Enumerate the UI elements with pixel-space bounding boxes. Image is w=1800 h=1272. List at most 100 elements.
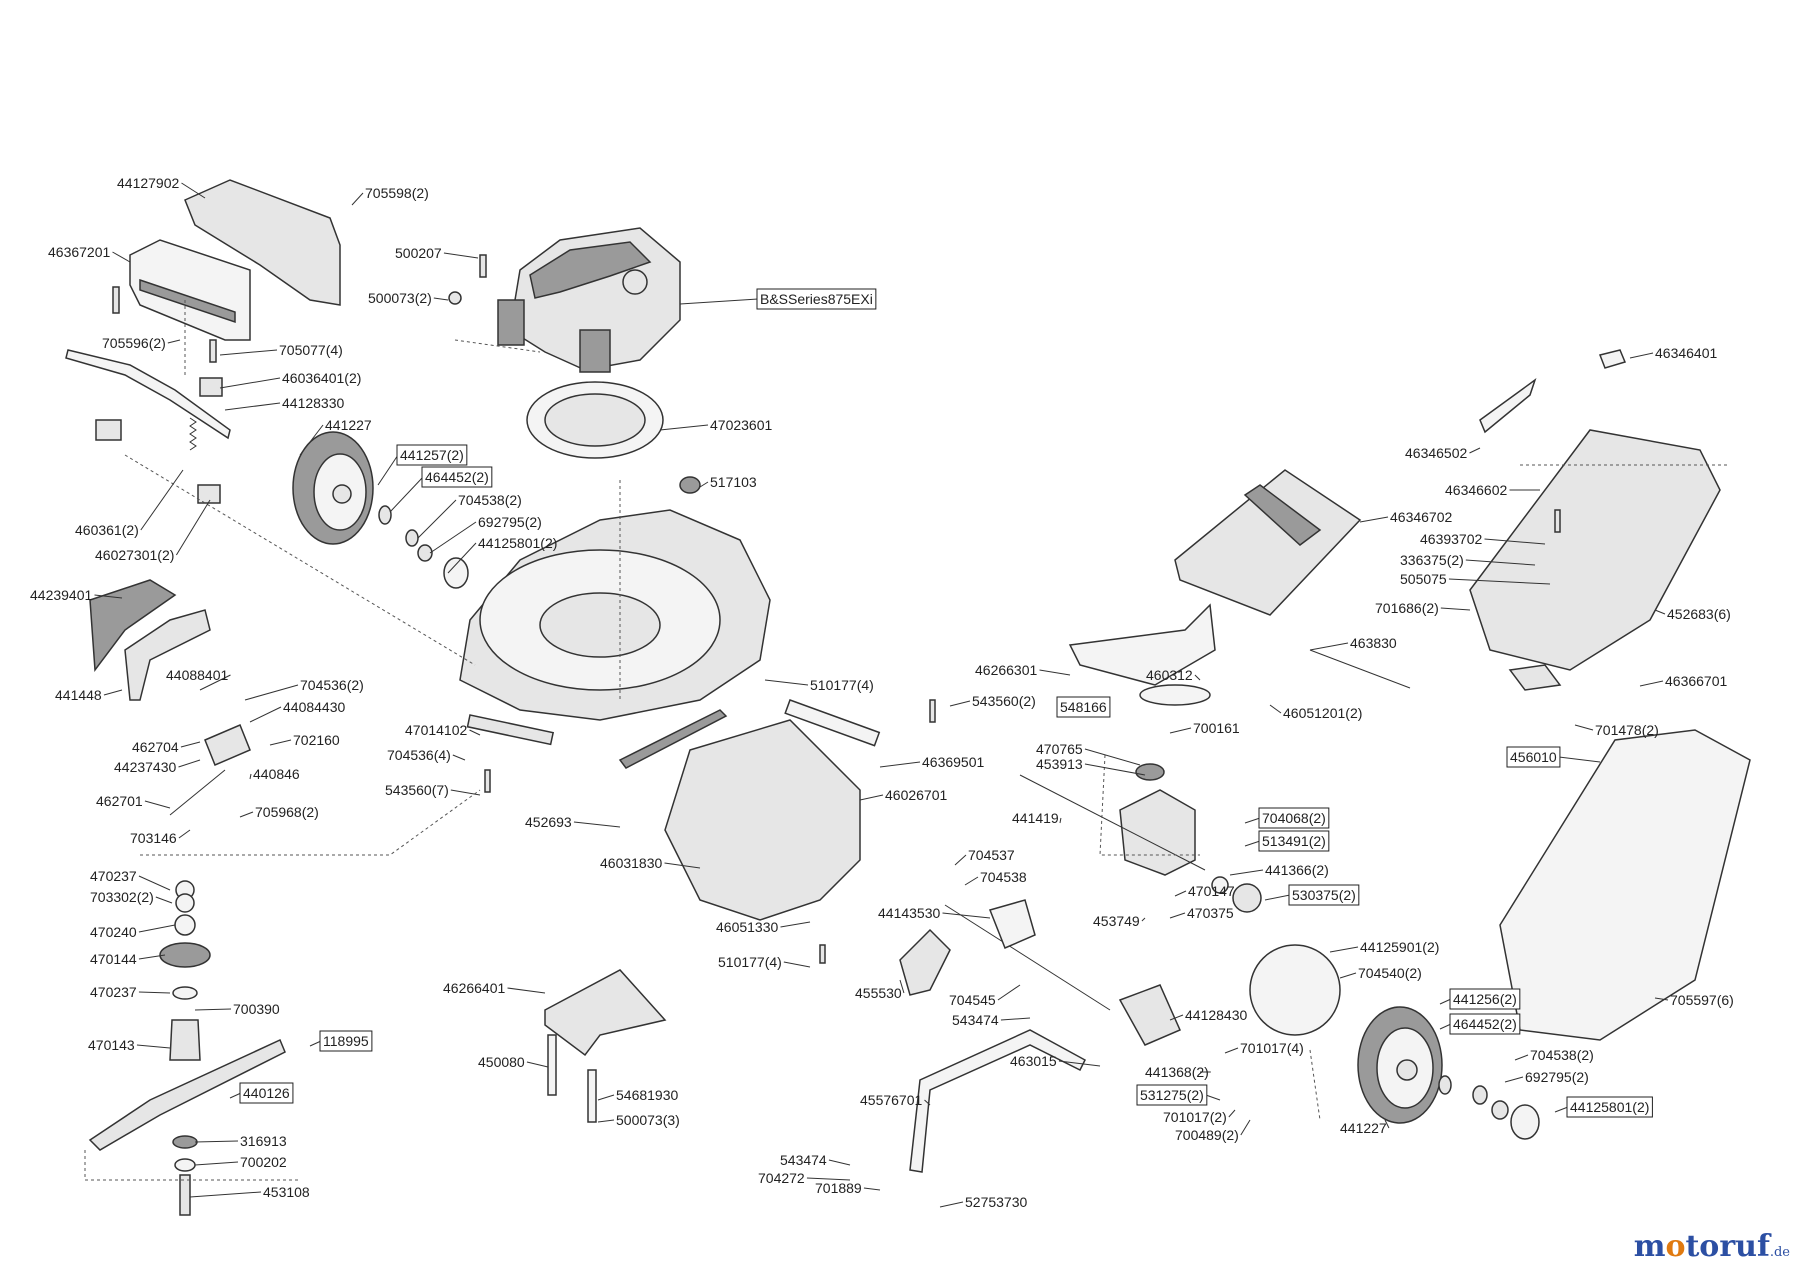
part-label-470147: 470147 (1174, 883, 1235, 899)
part-number: 470240 (90, 924, 137, 940)
part-label-7045362: 704536(2) (244, 677, 364, 701)
leader-line (244, 684, 299, 701)
bolt-453108 (179, 1174, 191, 1216)
part-number: 46346702 (1390, 509, 1453, 525)
grass-catcher-lid (1174, 469, 1362, 616)
leader-line (94, 594, 123, 599)
fastener (929, 699, 936, 723)
handle-bracket (199, 377, 223, 397)
part-label-704538: 704538 (964, 869, 1027, 886)
part-label-5303752: 530375(2) (1264, 884, 1360, 906)
part-label-7004892: 700489(2) (1175, 1119, 1251, 1143)
part-number: 44125801(2) (478, 535, 557, 551)
leader-line (219, 377, 281, 389)
handle-bar-left (65, 349, 231, 440)
leader-line (1339, 972, 1357, 979)
part-label-4412562: 441256(2) (1439, 988, 1521, 1010)
deck-rubber-ring (679, 476, 701, 494)
part-label-7033022: 703302(2) (90, 889, 173, 905)
leader-line (229, 1092, 242, 1099)
part-label-44239401: 44239401 (30, 587, 123, 603)
part-number: 703302(2) (90, 889, 154, 905)
part-number: 513491(2) (1262, 833, 1326, 849)
leader-line (1244, 817, 1261, 824)
nut-right (1491, 1100, 1509, 1120)
leader-line (144, 800, 171, 809)
leader-line (1448, 578, 1551, 585)
part-label-7016862: 701686(2) (1375, 600, 1471, 616)
part-number: 44128330 (282, 395, 345, 411)
part-label-bsseries875exi: B&SSeries875EXi (679, 288, 877, 310)
part-number: 46366701 (1665, 673, 1728, 689)
part-number: 692795(2) (478, 514, 542, 530)
part-number: 441257(2) (400, 447, 464, 463)
part-number: 46266401 (443, 980, 506, 996)
part-number: 531275(2) (1140, 1087, 1204, 1103)
washer-470240 (174, 914, 196, 936)
part-label-452693: 452693 (525, 814, 621, 830)
part-number: 700202 (240, 1154, 287, 1170)
chute-crossbar (784, 699, 881, 747)
leader-line (1469, 447, 1481, 454)
part-label-46346702: 46346702 (1359, 509, 1453, 525)
wheel-cover-44125901 (1249, 944, 1341, 1036)
part-number: 47023601 (710, 417, 773, 433)
part-label-316913: 316913 (194, 1133, 287, 1149)
leader-line (863, 1187, 881, 1191)
part-label-44088401: 44088401 (166, 667, 231, 691)
part-number: 543474 (952, 1012, 999, 1028)
part-number: 692795(2) (1525, 1069, 1589, 1085)
part-label-4413662: 441366(2) (1229, 862, 1329, 878)
part-label-7014782: 701478(2) (1574, 722, 1659, 738)
leader-line (939, 1201, 964, 1208)
part-label-704545: 704545 (949, 984, 1021, 1008)
part-label-3363752: 336375(2) (1400, 552, 1536, 568)
leader-line (138, 954, 166, 960)
part-number: 700390 (233, 1001, 280, 1017)
part-number: 46026701 (885, 787, 948, 803)
part-label-52753730: 52753730 (939, 1194, 1028, 1210)
part-label-46367201: 46367201 (48, 244, 131, 263)
part-label-441258012: 44125801(2) (1554, 1096, 1653, 1118)
assembly-line (84, 1150, 300, 1181)
part-label-7010172: 701017(2) (1163, 1109, 1236, 1125)
part-number-box (1056, 696, 1111, 718)
leader-line (249, 773, 252, 780)
part-label-441227: 441227 (299, 417, 372, 456)
part-number: 505075 (1400, 571, 1447, 587)
leader-line (1264, 894, 1291, 901)
leader-line (1504, 1076, 1524, 1083)
part-number-box (239, 1082, 294, 1104)
part-number: 470237 (90, 868, 137, 884)
rod-463830 (1309, 649, 1411, 689)
part-number: 704537 (968, 847, 1015, 863)
part-label-45576701: 45576701 (860, 1092, 931, 1108)
leader-line (699, 481, 709, 488)
leader-line (1244, 840, 1261, 847)
part-label-54681930: 54681930 (597, 1087, 679, 1103)
handle-clamp-lower (197, 484, 221, 504)
leader-line (954, 854, 967, 866)
part-number: 46027301(2) (95, 547, 174, 563)
part-number-box (319, 1030, 373, 1052)
hub-cap-left (443, 557, 469, 589)
leader-line (1000, 1017, 1031, 1021)
part-number: 452683(6) (1667, 606, 1731, 622)
part-label-460312: 460312 (1146, 667, 1201, 683)
lever-bracket (204, 724, 251, 766)
leader-line (194, 1008, 232, 1011)
part-number: 463015 (1010, 1053, 1057, 1069)
part-label-441258012: 44125801(2) (447, 535, 557, 574)
part-label-7010174: 701017(4) (1224, 1040, 1304, 1056)
part-number: 464452(2) (1453, 1016, 1517, 1032)
leader-line (224, 402, 281, 411)
leader-line (1654, 997, 1669, 1001)
engine-gasket-inner (544, 393, 646, 447)
part-label-7045402: 704540(2) (1339, 965, 1422, 981)
leader-line (178, 759, 201, 768)
washer-right (1472, 1085, 1488, 1105)
part-number: 705968(2) (255, 804, 319, 820)
part-number-box (1449, 988, 1521, 1010)
part-number: 705598(2) (365, 185, 429, 201)
part-number: 44125901(2) (1360, 939, 1439, 955)
